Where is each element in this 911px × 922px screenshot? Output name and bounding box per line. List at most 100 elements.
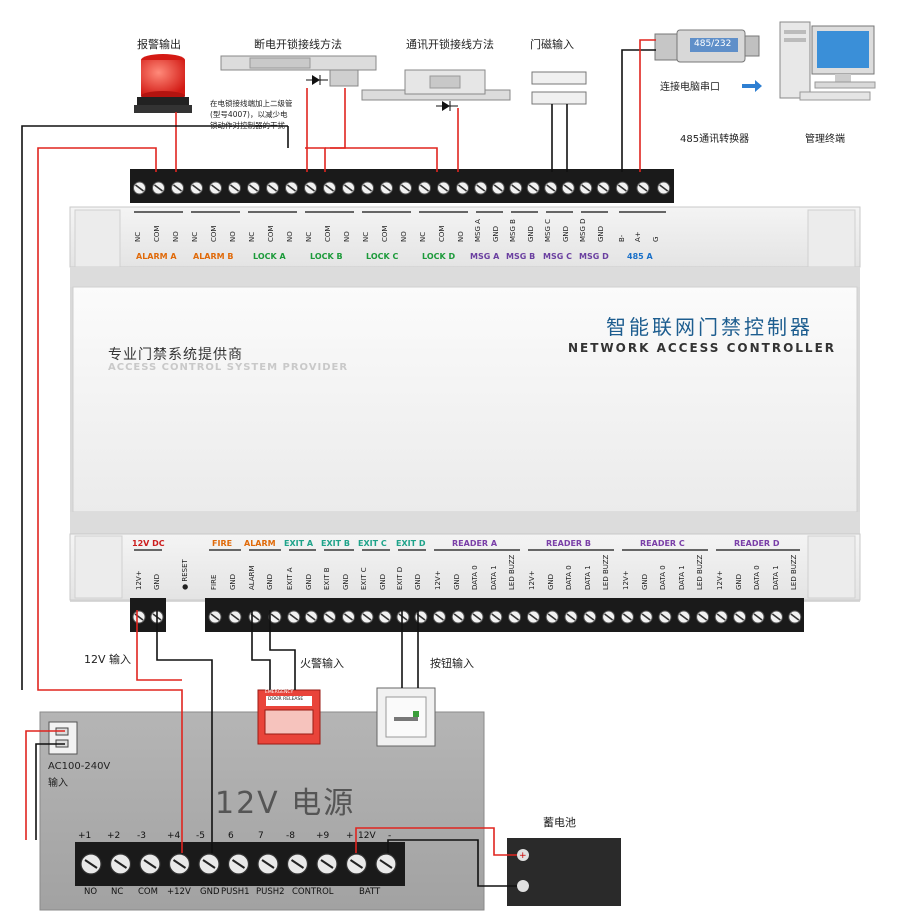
top-pin-label: NO — [229, 231, 237, 242]
psu-terminal-number: 7 — [258, 831, 264, 841]
top-pin-label: NC — [191, 231, 199, 242]
psu-screw-slot — [143, 859, 157, 869]
top-pin-label: NC — [248, 231, 256, 242]
terminal-screw-slot — [511, 184, 521, 192]
group-label-reader-c: READER C — [640, 539, 685, 548]
converter-icon — [654, 29, 762, 92]
terminal-screw-slot — [173, 184, 182, 192]
terminal-screw-slot — [790, 613, 800, 621]
top-pin-label: NC — [305, 231, 313, 242]
psu-terminal-name: PUSH2 — [256, 887, 285, 897]
bottom-pin-label: FIRE — [210, 574, 218, 590]
terminal-screw-slot — [211, 184, 220, 192]
bottom-pin-label: DATA 0 — [753, 565, 761, 590]
psu-screw-slot — [320, 859, 334, 869]
psu-screw-slot — [84, 859, 98, 869]
top-pin-label: COM — [153, 225, 161, 242]
terminal-screw-slot — [659, 184, 669, 192]
top-pin-label: NO — [343, 231, 351, 242]
terminal-screw-slot — [753, 613, 763, 621]
psu-screw-slot — [113, 859, 128, 869]
bottom-pin-label: DATA 1 — [489, 565, 498, 590]
group-label-msg-c: MSG C — [543, 252, 572, 261]
psu-screw-slot — [231, 859, 246, 869]
terminal-screw-slot — [617, 184, 627, 192]
group-label-msg-a: MSG A — [470, 252, 500, 261]
terminal-screw-slot — [344, 184, 353, 192]
wire-red — [639, 39, 656, 172]
generated-layer — [21, 39, 804, 887]
bottom-pin-label: GND — [452, 573, 461, 590]
bottom-pin-label: GND — [153, 573, 161, 590]
terminal-screw-slot — [268, 184, 277, 192]
psu-screw-slot — [290, 859, 305, 869]
wire-black — [156, 610, 213, 853]
fire-input-label: 火警输入 — [300, 657, 344, 670]
group-label-alarm-b: ALARM B — [193, 252, 234, 261]
terminal-screw-slot — [528, 613, 538, 621]
door-magnet-icon — [531, 71, 587, 105]
bottom-pin-label: DATA 0 — [659, 565, 667, 590]
bottom-pin-label: 12V+ — [622, 570, 630, 590]
psu-screw-slot — [202, 859, 216, 869]
psu-terminal-number: 6 — [228, 831, 234, 841]
top-pin-label: COM — [210, 225, 218, 242]
psu-terminal-number: +2 — [107, 831, 121, 841]
psu-screw-slot — [349, 859, 364, 869]
ac-input-label: AC100-240V — [48, 761, 111, 772]
group-label-lock-c: LOCK C — [366, 252, 399, 261]
group-label-exit-d: EXIT D — [396, 539, 426, 548]
ac-input-sub-label: 输入 — [48, 778, 68, 789]
top-pin-label: MSG C — [544, 218, 552, 242]
wire-red — [37, 147, 183, 853]
terminal-screw-slot — [249, 184, 258, 192]
fire-alarm-subtext: DOOR RELEASE — [268, 697, 304, 702]
brand-title-en: NETWORK ACCESS CONTROLLER — [568, 341, 837, 355]
bottom-pin-label: GND — [640, 573, 649, 590]
top-pin-label: COM — [438, 225, 446, 242]
bottom-pin-label: GND — [414, 573, 422, 590]
group-label-485: 485 A — [627, 252, 653, 261]
group-label-alarm: ALARM — [244, 539, 276, 548]
terminal-screw-slot — [344, 613, 353, 621]
terminal-screw-slot — [380, 613, 390, 621]
psu-terminal-number: -8 — [286, 831, 295, 841]
bottom-pin-label: DATA 1 — [583, 565, 592, 590]
psu-terminal-name: CONTROL — [292, 887, 334, 897]
psu-terminal-name: COM — [138, 887, 158, 897]
fire-alarm-button-icon — [257, 689, 321, 745]
top-pin-label: MSG B — [509, 219, 517, 242]
terminal-screw-slot — [398, 613, 408, 621]
psu-terminal-number: + — [346, 831, 354, 841]
bottom-pin-label: LED BUZZ — [790, 554, 798, 590]
terminal-screw-slot — [325, 613, 334, 621]
psu-terminal-number: +9 — [316, 831, 330, 841]
psu-screw-slot — [261, 859, 275, 869]
top-pin-label: COM — [267, 225, 275, 242]
terminal-screw-slot — [735, 613, 745, 621]
top-pin-label: NC — [362, 231, 370, 242]
power-off-unlock-label: 断电开锁接线方法 — [254, 38, 342, 51]
bottom-pin-label: ALARM — [248, 565, 256, 590]
wire-red — [305, 147, 326, 172]
wire-black — [621, 49, 656, 172]
bottom-pin-label: EXIT D — [396, 566, 404, 590]
battery-label: 蓄电池 — [543, 816, 576, 829]
bottom-pin-label: LED BUZZ — [508, 554, 516, 590]
psu-title: 12V 电源 — [215, 786, 356, 821]
bottom-pin-label: GND — [342, 573, 350, 590]
top-pin-label: NC — [134, 231, 142, 242]
alarm-output-label: 报警输出 — [137, 38, 181, 51]
bottom-pin-label: DATA 1 — [677, 565, 686, 590]
management-terminal-icon — [779, 21, 876, 101]
psu-terminal-number: 12V — [358, 831, 376, 841]
terminal-screw-slot — [453, 613, 463, 621]
psu-terminal-name: PUSH1 — [221, 887, 250, 897]
terminal-screw-slot — [306, 184, 315, 192]
top-pin-label: NC — [419, 231, 427, 242]
top-pin-label: COM — [324, 225, 332, 242]
diode-note-line: 锁动作对控制器的干扰 — [210, 121, 285, 130]
terminal-screw-slot — [439, 184, 448, 192]
group-label-exit-b: EXIT B — [321, 539, 350, 548]
terminal-screw-slot — [598, 184, 608, 192]
